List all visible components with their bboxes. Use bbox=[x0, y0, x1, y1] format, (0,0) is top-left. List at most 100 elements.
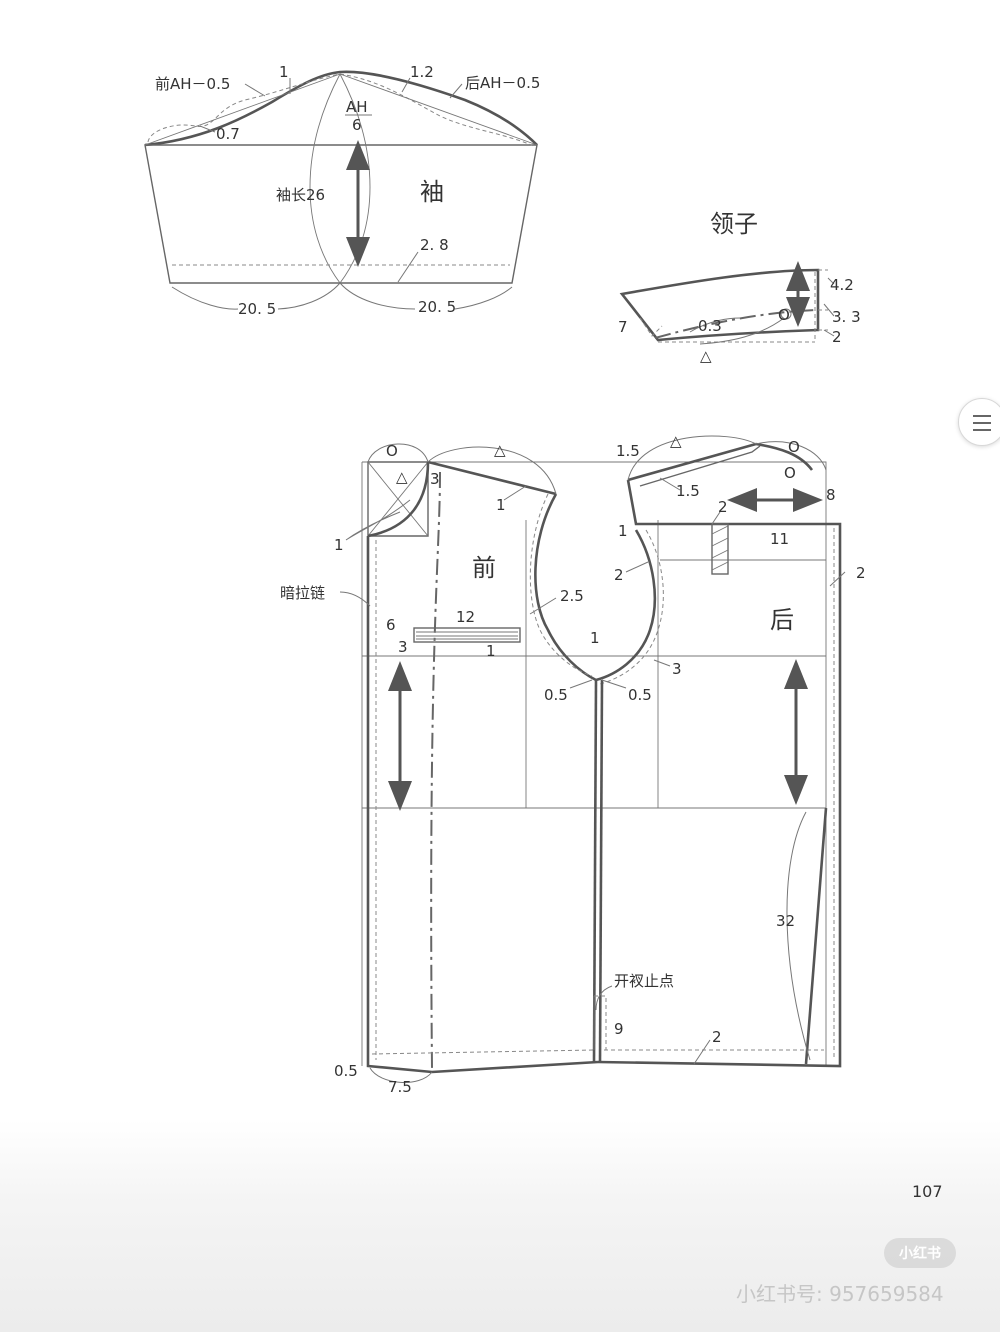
bodice-pattern: O △ △ 3 1 1 前 暗拉链 6 3 12 1 2.5 1 0.5 0.5… bbox=[280, 432, 866, 1096]
xiaohongshu-logo: 小红书 bbox=[884, 1238, 956, 1268]
label-pocket-depth: 3 bbox=[398, 638, 408, 656]
front-neck-diagonal-b bbox=[367, 461, 429, 537]
leader-back-ah bbox=[449, 83, 463, 99]
label-collar-front-end: 7 bbox=[618, 318, 628, 336]
sleeve-cap-front-line bbox=[144, 73, 341, 146]
back-title: 后 bbox=[770, 606, 794, 634]
leader-collar-rise bbox=[689, 317, 741, 333]
label-cap-denominator: 6 bbox=[352, 116, 362, 134]
collar-dim-ticks bbox=[818, 269, 828, 331]
leader-front-ah bbox=[244, 83, 266, 97]
back-armhole bbox=[595, 529, 657, 682]
leader-cap-offset bbox=[199, 125, 216, 133]
side-seam-back bbox=[598, 679, 604, 1063]
label-yoke-depth: 2 bbox=[718, 498, 728, 516]
watermark: 小红书号: 957659584 bbox=[736, 1282, 944, 1306]
label-front-facing: 1 bbox=[334, 536, 344, 554]
vent-outline bbox=[594, 995, 607, 1050]
menu-icon bbox=[973, 422, 991, 424]
front-panel-outline bbox=[366, 536, 599, 1074]
label-back-neck-circle: O bbox=[788, 438, 800, 456]
welt-pocket-hatch bbox=[416, 631, 518, 640]
leader-front-facing bbox=[345, 499, 411, 541]
label-vent-length: 9 bbox=[614, 1020, 624, 1038]
leader-collar-stand bbox=[823, 303, 835, 317]
sleeve-hem-width-front-arc bbox=[171, 282, 341, 310]
back-yoke-tab-hatch bbox=[711, 525, 729, 571]
label-pocket-bottom: 1 bbox=[486, 642, 496, 660]
back-shoulder-inner bbox=[639, 445, 761, 487]
sleeve-cap-dashed-back bbox=[339, 73, 535, 147]
leader-back-depth bbox=[653, 659, 671, 667]
leader-back-armhole bbox=[625, 561, 649, 573]
leader-zip bbox=[339, 591, 371, 607]
label-collar-bottom: 2 bbox=[832, 328, 842, 346]
label-cap-offset: 0.7 bbox=[216, 125, 240, 143]
menu-icon bbox=[973, 429, 991, 431]
leader-collar-height bbox=[827, 277, 835, 285]
label-back-hem: 2 bbox=[712, 1028, 722, 1046]
front-shoulder-triangle-arc bbox=[427, 446, 557, 495]
label-hem-back-width: 20. 5 bbox=[418, 298, 456, 316]
sleeve-title: 袖 bbox=[420, 178, 444, 206]
label-back-armhole-offset: 2 bbox=[614, 566, 624, 584]
leader-ease-back bbox=[401, 77, 411, 93]
label-front-neck-drop: 3 bbox=[430, 470, 440, 488]
label-front-hem-left: 0.5 bbox=[334, 1062, 358, 1080]
page-number: 107 bbox=[912, 1182, 943, 1201]
label-back-shoulder-triangle: △ bbox=[670, 432, 682, 450]
label-zip: 暗拉链 bbox=[280, 584, 325, 602]
leader-back-hem bbox=[693, 1039, 711, 1065]
collar-seam-line bbox=[658, 272, 816, 343]
label-hem-front-width: 20. 5 bbox=[238, 300, 276, 318]
back-neck-arc bbox=[755, 441, 827, 471]
label-cap-numerator: AH bbox=[346, 98, 368, 116]
menu-button[interactable] bbox=[958, 398, 1000, 446]
label-sleeve-hem-allowance: 2. 8 bbox=[420, 236, 449, 254]
welt-pocket bbox=[413, 627, 521, 643]
leader-side-right bbox=[601, 679, 627, 689]
front-shoulder-arc bbox=[367, 443, 429, 463]
leader-side-left bbox=[569, 679, 593, 689]
label-back-neck-height: 8 bbox=[826, 486, 836, 504]
label-back-shoulder-top: 1.5 bbox=[616, 442, 640, 460]
collar-end-allowance bbox=[639, 317, 663, 337]
label-back-shoulder-slope: 1.5 bbox=[676, 482, 700, 500]
label-front-shoulder-triangle: △ bbox=[494, 441, 506, 459]
front-neck-curve bbox=[367, 461, 430, 538]
label-back-armhole-top: 1 bbox=[618, 522, 628, 540]
label-side-right: 0.5 bbox=[628, 686, 652, 704]
leader-hem-allowance bbox=[397, 251, 419, 283]
front-center-line bbox=[430, 471, 441, 1069]
bodice-frame bbox=[361, 461, 827, 1066]
label-zip-offset: 6 bbox=[386, 616, 396, 634]
label-back-armhole-depth: 3 bbox=[672, 660, 682, 678]
label-vent: 开衩止点 bbox=[614, 972, 674, 990]
front-armhole bbox=[534, 493, 597, 682]
leader-front-shoulder bbox=[503, 485, 527, 501]
label-side-top: 1 bbox=[590, 629, 600, 647]
back-shoulder-yoke bbox=[626, 479, 826, 526]
label-side-left: 0.5 bbox=[544, 686, 568, 704]
leader-back-edge bbox=[829, 571, 846, 587]
sleeve-cap-back-line bbox=[339, 73, 538, 146]
label-armhole-front: 2.5 bbox=[560, 587, 584, 605]
front-armhole-dashed bbox=[529, 493, 593, 677]
label-front-neck-triangle: △ bbox=[396, 468, 408, 486]
front-title: 前 bbox=[472, 554, 496, 582]
label-front-shoulder-offset: 1 bbox=[496, 496, 506, 514]
back-length-arc bbox=[786, 811, 811, 1061]
collar-title: 领子 bbox=[710, 210, 758, 238]
label-collar-notch-mark: O bbox=[778, 306, 790, 324]
sleeve-cap-curve bbox=[144, 70, 538, 147]
leader-yoke-depth bbox=[711, 511, 721, 525]
sleeve-center-curve-left bbox=[309, 73, 341, 284]
leader-collar-triangle bbox=[699, 317, 785, 345]
back-shoulder-triangle-arc bbox=[627, 435, 757, 481]
label-collar-height: 4.2 bbox=[830, 276, 854, 294]
label-back-edge-offset: 2 bbox=[856, 564, 866, 582]
label-pocket-width: 12 bbox=[456, 608, 475, 626]
sleeve-pattern: 前AH－0.5 后AH－0.5 1 1.2 0.7 AH 6 袖长26 袖 2.… bbox=[144, 63, 540, 318]
